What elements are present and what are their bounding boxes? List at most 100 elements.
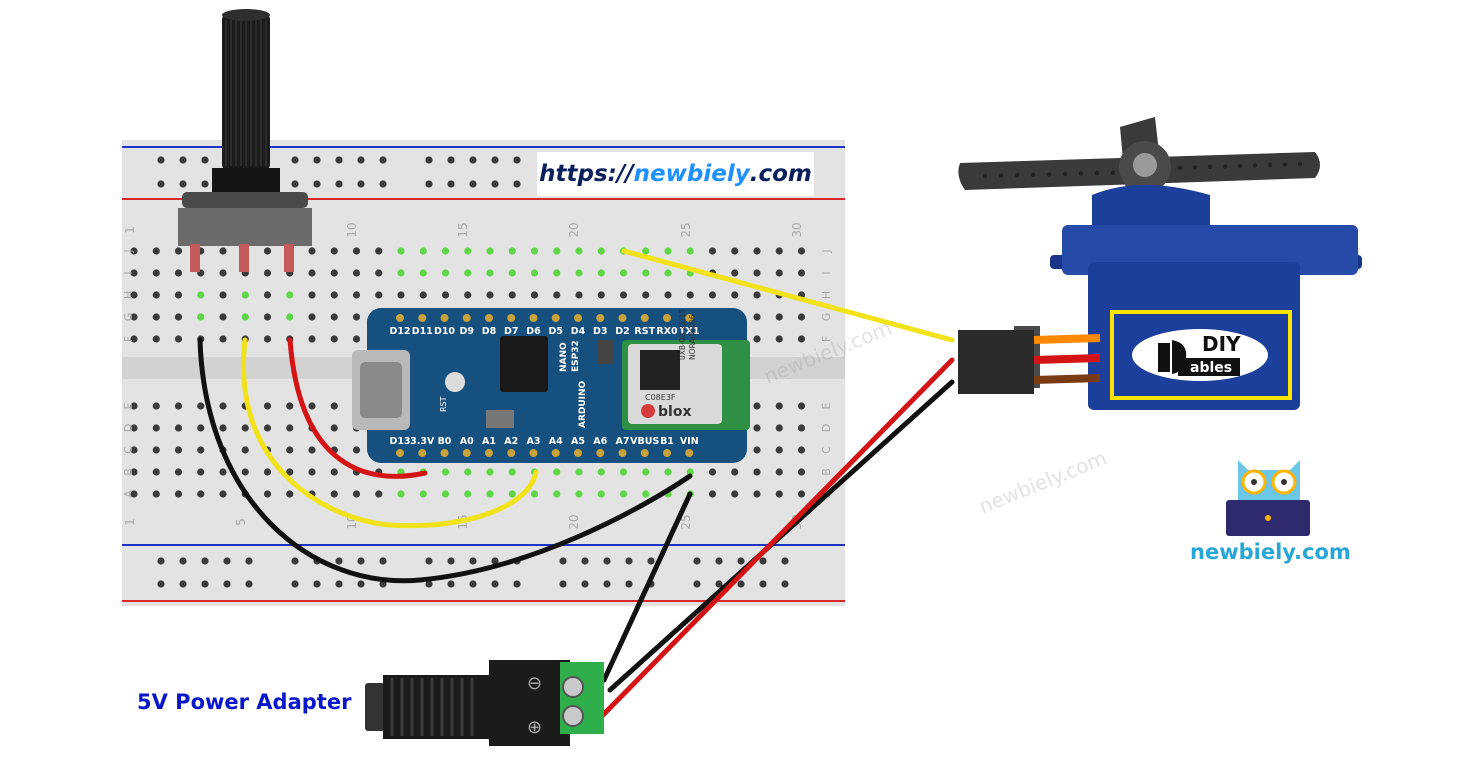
rail-hole <box>603 580 611 588</box>
breadboard-hole <box>664 468 672 476</box>
pin-label: A1 <box>482 436 496 447</box>
breadboard-hole <box>197 313 205 321</box>
rail-hole <box>245 557 253 565</box>
rail-hole <box>157 156 165 164</box>
yellow-wire-pot-wiper <box>241 337 539 529</box>
breadboard-hole <box>174 291 183 299</box>
row-letter: D <box>820 424 833 432</box>
breadboard-hole <box>464 269 472 277</box>
breadboard-hole <box>775 269 783 277</box>
board-pin <box>663 449 671 457</box>
breadboard-hole <box>197 468 205 476</box>
breadboard-hole <box>486 291 494 299</box>
breadboard-hole <box>797 335 806 343</box>
breadboard-hole <box>464 247 472 255</box>
breadboard-hole <box>642 247 650 255</box>
board-pin <box>551 314 560 322</box>
rst-label: RST <box>439 396 448 412</box>
arduino-nano-esp32 <box>352 308 750 463</box>
row-letter: D <box>122 424 135 432</box>
pin-label: D7 <box>504 326 519 337</box>
breadboard-hole <box>152 468 160 476</box>
rail-hole <box>513 580 521 588</box>
servo-label-bottom: ables <box>1190 360 1232 376</box>
breadboard-hole <box>553 269 561 277</box>
breadboard-hole <box>441 490 450 498</box>
breadboard-hole <box>397 247 405 255</box>
breadboard-hole <box>797 247 806 255</box>
module-code: C08E3F <box>645 393 676 402</box>
breadboard-hole <box>597 291 605 299</box>
rail-hole <box>357 180 365 188</box>
black-wire-pot-gnd <box>197 337 693 584</box>
rail-hole <box>313 156 321 164</box>
rail-hole <box>559 580 567 588</box>
rail-hole <box>737 557 745 565</box>
board-pin <box>396 449 404 457</box>
breadboard-hole <box>575 269 583 277</box>
breadboard-hole <box>263 291 272 299</box>
breadboard-hole <box>263 247 272 255</box>
breadboard-hole <box>130 446 138 454</box>
breadboard-hole <box>753 446 761 454</box>
rail-hole <box>157 180 165 188</box>
breadboard-hole <box>419 490 427 498</box>
dc-power-jack <box>365 660 604 746</box>
row-letter: B <box>820 468 833 476</box>
row-letter: G <box>122 313 135 322</box>
breadboard-hole <box>686 291 694 299</box>
breadboard-hole <box>619 468 628 476</box>
breadboard-hole <box>197 402 205 410</box>
pin-label: B1 <box>660 436 674 447</box>
breadboard-hole <box>775 446 783 454</box>
breadboard-hole <box>575 291 583 299</box>
breadboard-hole <box>375 291 383 299</box>
red-wire-adapter-servo <box>597 357 955 721</box>
rail-hole <box>693 580 701 588</box>
breadboard-hole <box>130 291 138 299</box>
breadboard-hole <box>575 468 583 476</box>
pin-label: D5 <box>549 326 564 337</box>
row-letter: I <box>122 271 135 274</box>
board-pin <box>529 314 538 322</box>
pin-label: VBUS <box>630 436 659 447</box>
breadboard-hole <box>286 424 294 432</box>
black-wire-adapter-board <box>601 491 693 683</box>
module-line1: 0XB-00 22/15 <box>678 308 687 360</box>
breadboard-hole <box>530 247 539 255</box>
board-model-line: ESP32 <box>571 340 581 372</box>
rail-hole <box>781 557 789 565</box>
breadboard-hole <box>486 468 494 476</box>
website-url-box[interactable]: https://newbiely.com <box>537 152 814 196</box>
breadboard-hole <box>530 291 539 299</box>
board-pin <box>507 314 516 322</box>
breadboard-hole <box>197 446 205 454</box>
rail-hole <box>223 557 231 565</box>
breadboard-hole <box>486 490 494 498</box>
rail-hole <box>201 580 209 588</box>
breadboard-hole <box>686 247 694 255</box>
rail-hole <box>201 557 209 565</box>
breadboard-hole <box>397 269 405 277</box>
breadboard-hole <box>664 291 672 299</box>
breadboard-hole <box>308 402 316 410</box>
breadboard-hole <box>508 291 516 299</box>
pin-label: D8 <box>482 326 497 337</box>
rail-hole <box>469 557 477 565</box>
board-pins <box>396 314 694 457</box>
breadboard-hole <box>508 468 516 476</box>
breadboard-hole <box>464 291 472 299</box>
board-pin <box>640 449 649 457</box>
row-letter: I <box>820 271 833 274</box>
breadboard-hole <box>286 402 294 410</box>
breadboard-hole <box>553 468 561 476</box>
pin-label: D11 <box>412 326 433 337</box>
column-number: 1 <box>123 226 137 234</box>
breadboard-hole <box>197 424 205 432</box>
breadboard-hole <box>152 313 160 321</box>
breadboard-hole <box>797 269 806 277</box>
breadboard-hole <box>308 446 316 454</box>
rail-hole <box>201 156 209 164</box>
breadboard-hole <box>352 335 361 343</box>
newbiely-logo-text: newbiely.com <box>1190 540 1351 564</box>
